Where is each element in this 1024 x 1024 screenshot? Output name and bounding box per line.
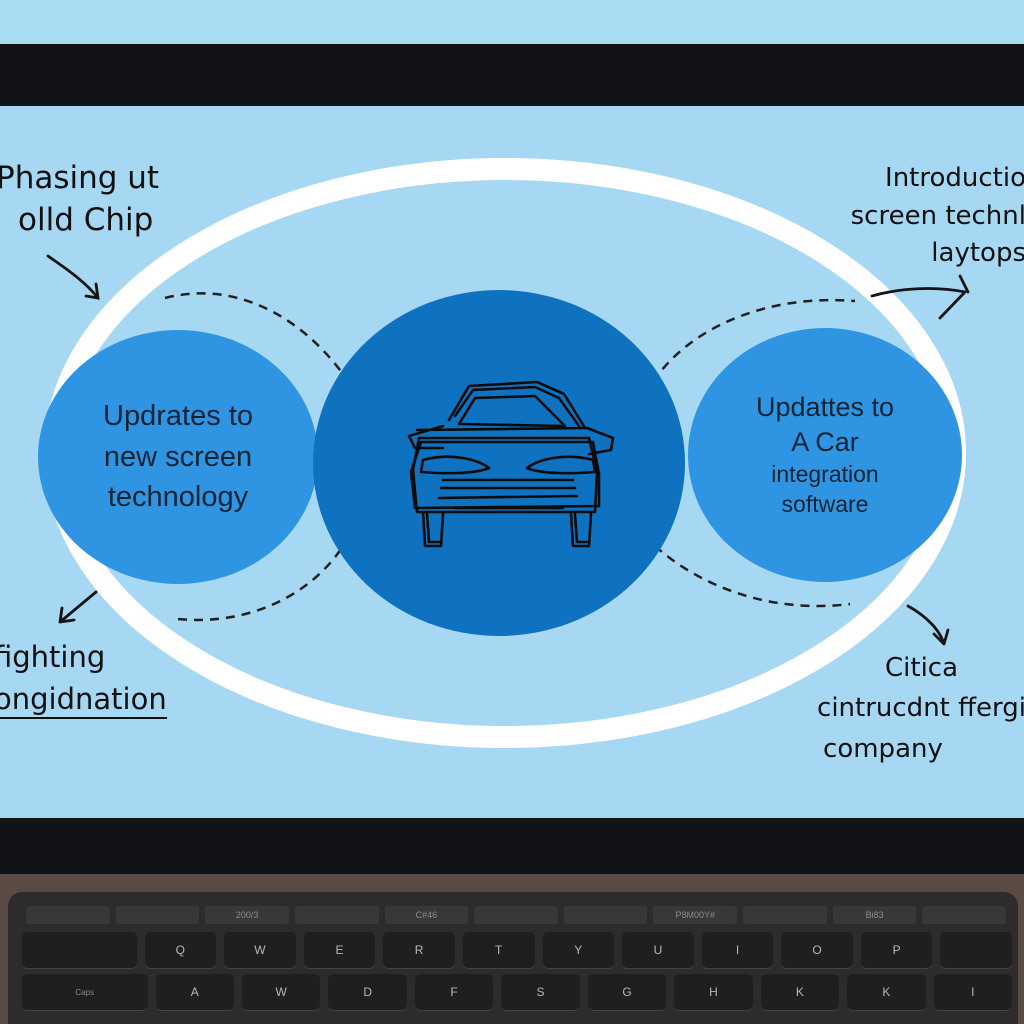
key-d[interactable]: D (328, 974, 407, 1010)
key-o[interactable]: O (781, 932, 853, 968)
function-key-row: 200/3 C#46 P8M00Y# Bi83 (26, 906, 1007, 924)
key-row-1: Q W E R T Y U I O P (22, 932, 1013, 968)
laptop-keyboard-area: 200/3 C#46 P8M00Y# Bi83 Q W E R T Y U I … (0, 874, 1024, 1024)
arrow-bottom-left (58, 590, 98, 624)
key-bracket[interactable] (940, 932, 1013, 968)
key-k[interactable]: K (760, 974, 840, 1010)
function-key-4[interactable]: Bi83 (832, 906, 917, 924)
function-key[interactable] (474, 906, 558, 924)
annotation-top-right-line-2: screen technl (850, 200, 1024, 231)
function-key[interactable] (743, 906, 827, 924)
laptop-screen: Updrates to new screen technology (0, 106, 1024, 818)
key-y[interactable]: Y (542, 932, 615, 968)
annotation-bottom-left-line-2: ongidnation (0, 682, 167, 720)
key-r[interactable]: R (383, 932, 455, 968)
right-circle-line-3: integration (771, 461, 879, 488)
key-w[interactable]: W (224, 932, 296, 968)
right-circle-line-1: Updattes to (755, 392, 895, 423)
function-key[interactable] (294, 906, 379, 924)
function-key[interactable] (922, 906, 1007, 924)
key-row-2: Caps A W D F S G H K K I (22, 974, 1013, 1010)
annotation-top-left-line-1: Phasing ut (0, 160, 160, 196)
background-wall (0, 0, 1024, 48)
function-key[interactable] (115, 906, 200, 924)
tab-key[interactable] (22, 932, 137, 968)
annotation-top-left-line-2: olld Chip (18, 201, 154, 238)
key-u[interactable]: U (622, 932, 694, 968)
annotation-top-left: Phasing ut olld Chip (0, 158, 159, 242)
dashed-connector-bottom-left (177, 545, 345, 622)
key-k-2[interactable]: K (847, 974, 926, 1010)
arrow-bottom-right (906, 604, 950, 646)
right-circle-line-4: software (781, 491, 869, 518)
annotation-top-right-line-3: laytops (931, 238, 1024, 269)
annotation-bottom-right-line-2: cintrucdnt ffergi (817, 693, 1024, 724)
key-f[interactable]: F (414, 974, 494, 1010)
keyboard-deck: 200/3 C#46 P8M00Y# Bi83 Q W E R T Y U I … (8, 892, 1018, 1024)
annotation-bottom-left-line-1: fighting (0, 640, 106, 674)
key-s[interactable]: S (501, 974, 580, 1010)
key-i-2[interactable]: I (933, 974, 1013, 1010)
center-circle-node (313, 290, 685, 636)
annotation-bottom-left: fighting ongidnation (0, 636, 167, 720)
function-key-3[interactable]: P8M00Y# (653, 906, 738, 924)
key-h[interactable]: H (674, 974, 753, 1010)
key-w-2[interactable]: W (241, 974, 321, 1010)
key-g[interactable]: G (587, 974, 667, 1010)
key-p[interactable]: P (860, 932, 933, 968)
car-sketch-icon (407, 380, 615, 548)
key-a[interactable]: A (155, 974, 234, 1010)
dashed-connector-top-right (651, 298, 856, 383)
key-e[interactable]: E (303, 932, 376, 968)
key-t[interactable]: T (462, 932, 535, 968)
right-circle-line-2: A Car (791, 427, 859, 458)
left-circle-line-1: Updrates to (103, 400, 253, 433)
function-key[interactable] (26, 906, 110, 924)
function-key-2[interactable]: C#46 (384, 906, 469, 924)
arrow-top-left (46, 254, 100, 300)
left-circle-line-3: technology (107, 481, 249, 514)
annotation-bottom-right-line-1: Citica (885, 653, 959, 683)
arrow-top-right (870, 274, 970, 320)
annotation-top-right-line-1: Introductio (885, 163, 1024, 193)
left-circle-node: Updrates to new screen technology (38, 330, 318, 584)
left-circle-line-2: new screen (103, 440, 253, 473)
right-circle-node: Updattes to A Car integration software (688, 328, 962, 582)
key-i[interactable]: I (701, 932, 774, 968)
annotation-bottom-right: Citica cintrucdnt ffergi company (817, 648, 1024, 769)
dashed-connector-top-left (164, 292, 345, 375)
function-key-1[interactable]: 200/3 (205, 906, 289, 924)
caps-lock-key[interactable]: Caps (22, 974, 148, 1010)
annotation-top-right: Introductio screen technl laytops (851, 160, 1024, 273)
key-q[interactable]: Q (144, 932, 217, 968)
dashed-connector-bottom-right (654, 545, 851, 608)
function-key[interactable] (563, 906, 648, 924)
annotation-bottom-right-line-3: company (823, 733, 943, 764)
